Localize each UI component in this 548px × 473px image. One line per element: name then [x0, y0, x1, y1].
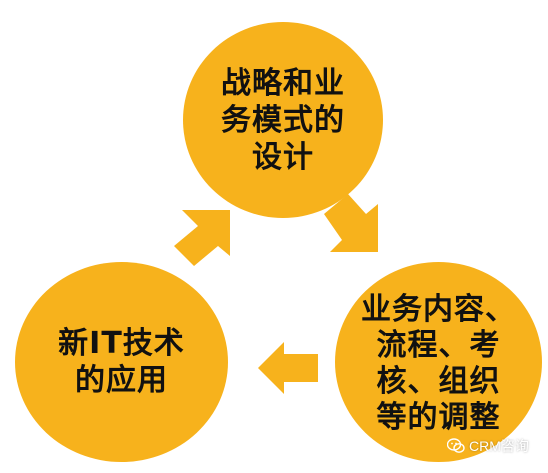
- arrow-left-to-top: [174, 210, 230, 266]
- arrow-top-to-right: [324, 194, 378, 252]
- node-strategy-business-model-label: 战略和业 务模式的 设计: [221, 65, 345, 175]
- node-strategy-business-model: 战略和业 务模式的 设计: [183, 22, 383, 218]
- node-new-it-application-label: 新IT技术 的应用: [58, 326, 185, 398]
- wechat-watermark: CRM咨询: [447, 436, 529, 456]
- arrow-right-to-left: [258, 342, 318, 394]
- node-business-adjustment: 业务内容、 流程、考 核、组织 等的调整: [335, 262, 542, 462]
- node-business-adjustment-label: 业务内容、 流程、考 核、组织 等的调整: [361, 292, 516, 435]
- wechat-icon: [447, 438, 465, 453]
- node-new-it-application: 新IT技术 的应用: [15, 262, 228, 462]
- watermark-text: CRM咨询: [469, 438, 529, 454]
